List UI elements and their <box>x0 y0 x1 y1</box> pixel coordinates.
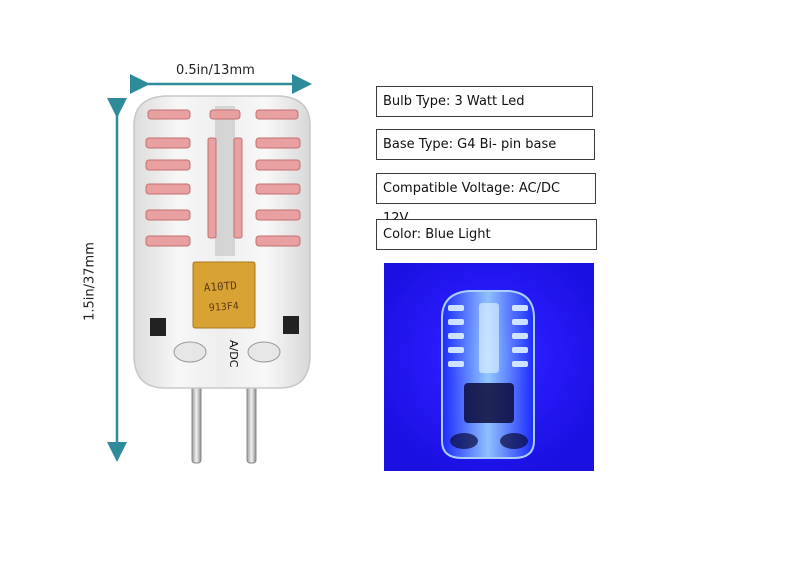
height-dimension-label: 1.5in/37mm <box>82 242 98 321</box>
spec-voltage: Compatible Voltage: AC/DC 12V <box>376 173 596 226</box>
diode-right <box>283 316 299 334</box>
spec-base-type: Base Type: G4 Bi- pin base <box>376 129 595 160</box>
capacitor-marking-1: A10TD <box>203 279 237 294</box>
pin-socket-right <box>247 341 281 363</box>
spec-bulb-type: Bulb Type: 3 Watt Led <box>376 86 593 117</box>
capacitor <box>192 261 256 329</box>
led-column-right <box>255 109 301 247</box>
led-column-left <box>145 109 191 247</box>
body-side-marking: A/DC <box>227 340 240 368</box>
pin-socket-left <box>173 341 207 363</box>
diode-left <box>150 318 166 336</box>
spec-color: Color: Blue Light <box>376 219 597 250</box>
width-dimension-label: 0.5in/13mm <box>176 63 255 78</box>
capacitor-marking-2: 913F4 <box>208 301 239 314</box>
led-column-center <box>207 109 243 239</box>
blue-light-photo <box>384 263 594 471</box>
pcb-strip <box>215 106 235 256</box>
